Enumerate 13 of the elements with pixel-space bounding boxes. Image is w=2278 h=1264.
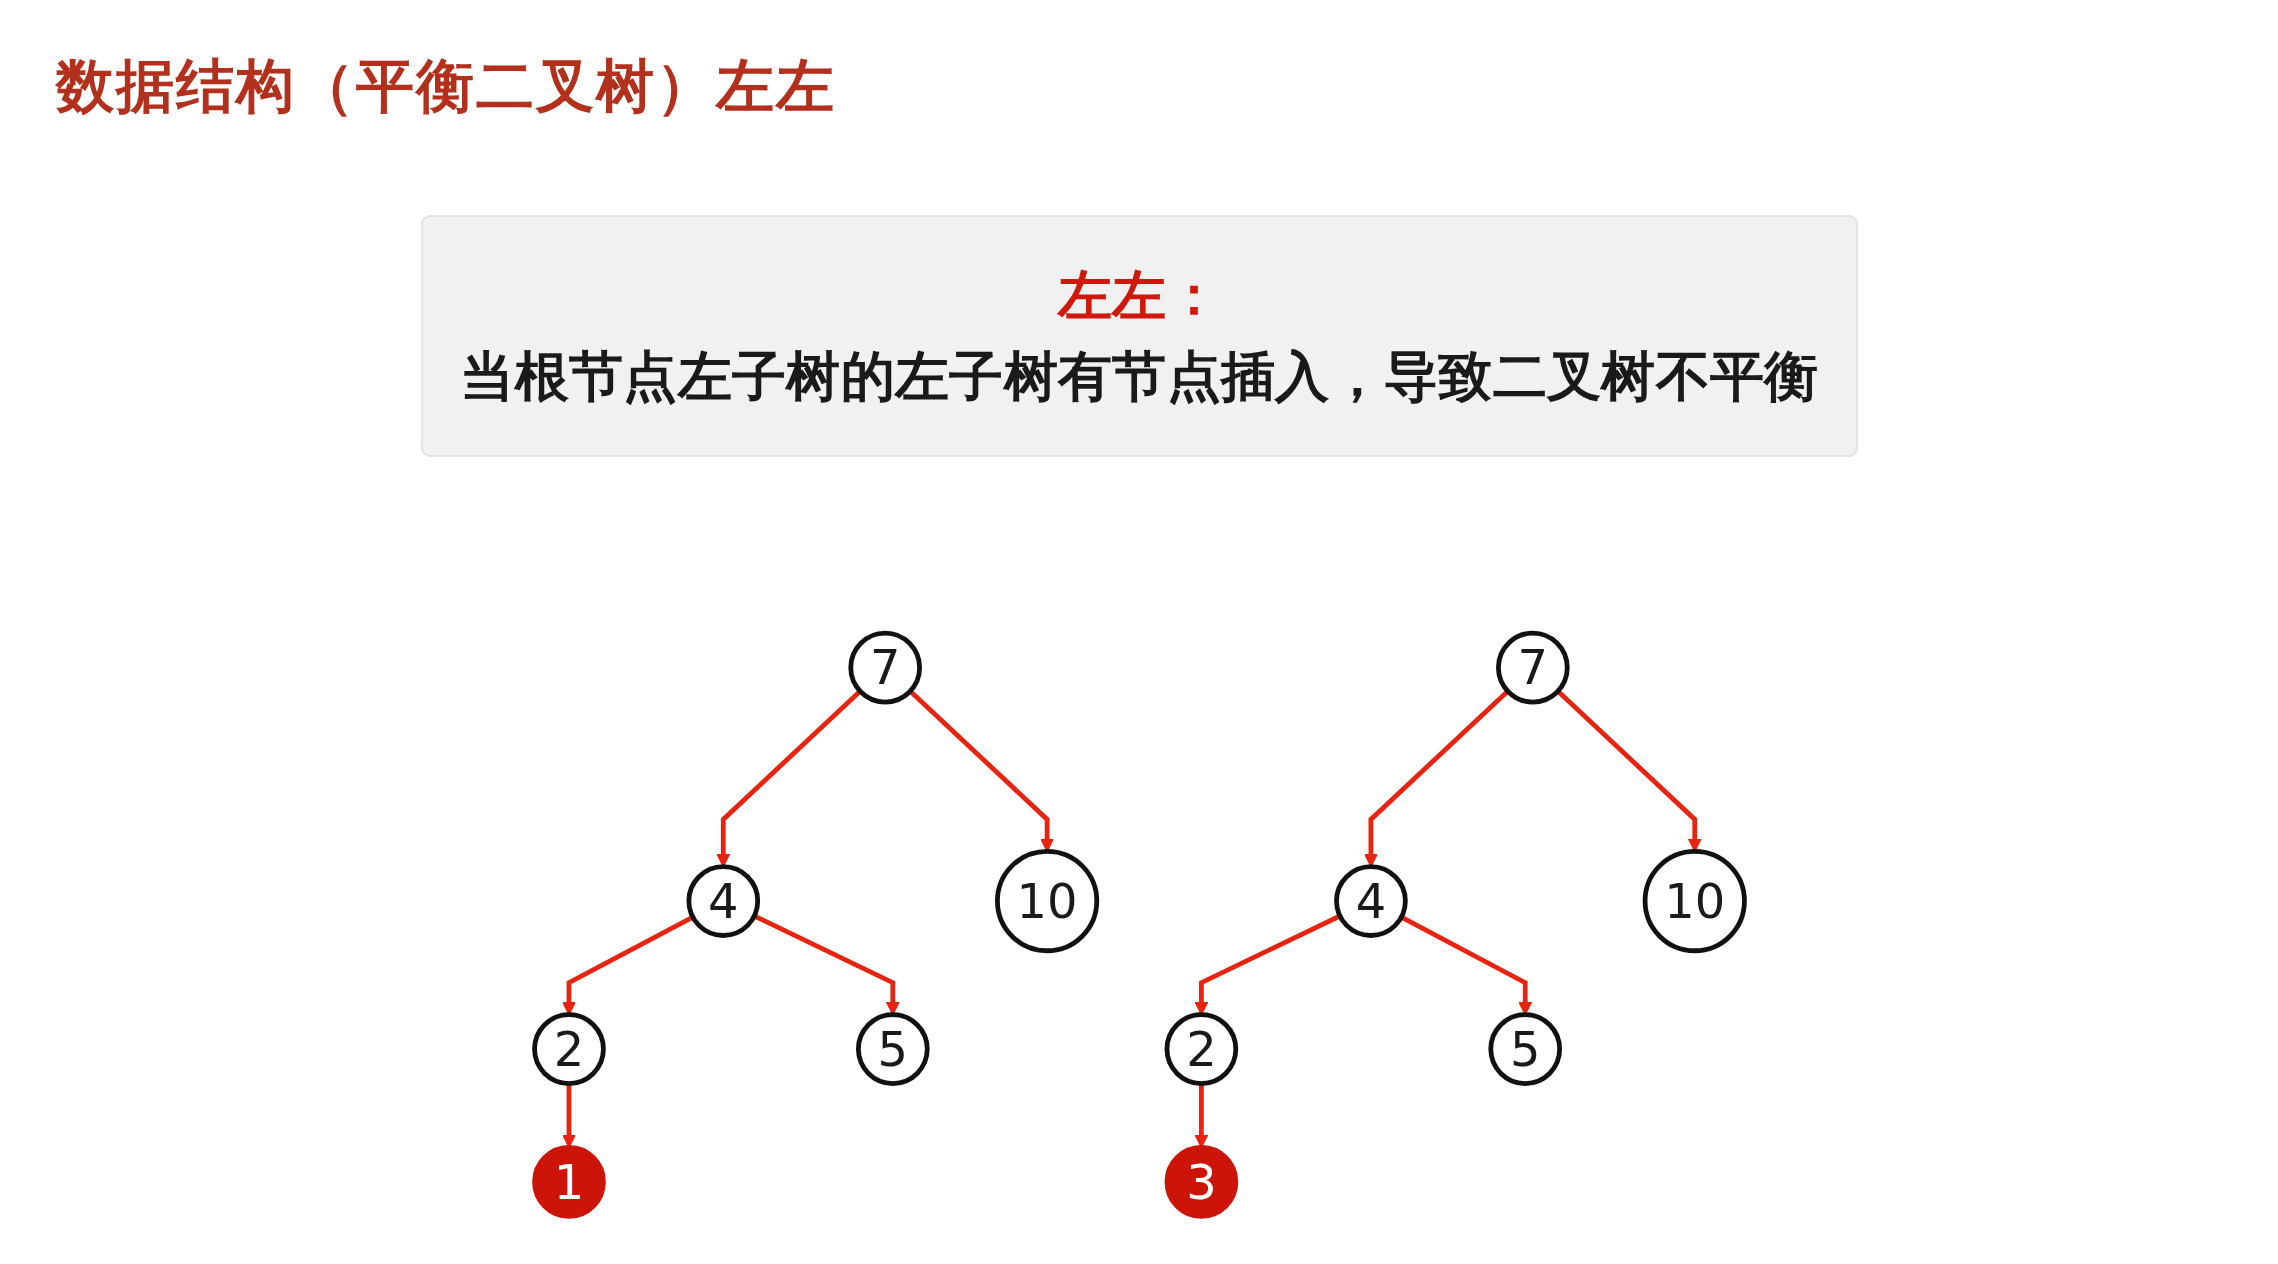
- node-circle: 10: [994, 848, 1099, 954]
- node-circle: 10: [1642, 848, 1747, 954]
- node-circle: 7: [1495, 630, 1570, 705]
- node-circle: 5: [855, 1012, 930, 1086]
- node-circle: 5: [1487, 1012, 1562, 1086]
- node-circle: 1: [531, 1145, 606, 1219]
- title: 数据结构（平衡二叉树）左左: [56, 51, 836, 122]
- node-circle: 3: [1164, 1145, 1238, 1219]
- node-circle: 4: [685, 864, 760, 938]
- node-circle: 2: [1164, 1012, 1238, 1086]
- node-circle: 7: [847, 630, 922, 705]
- node-circle: 4: [1333, 864, 1408, 938]
- node-circle: 2: [531, 1012, 606, 1086]
